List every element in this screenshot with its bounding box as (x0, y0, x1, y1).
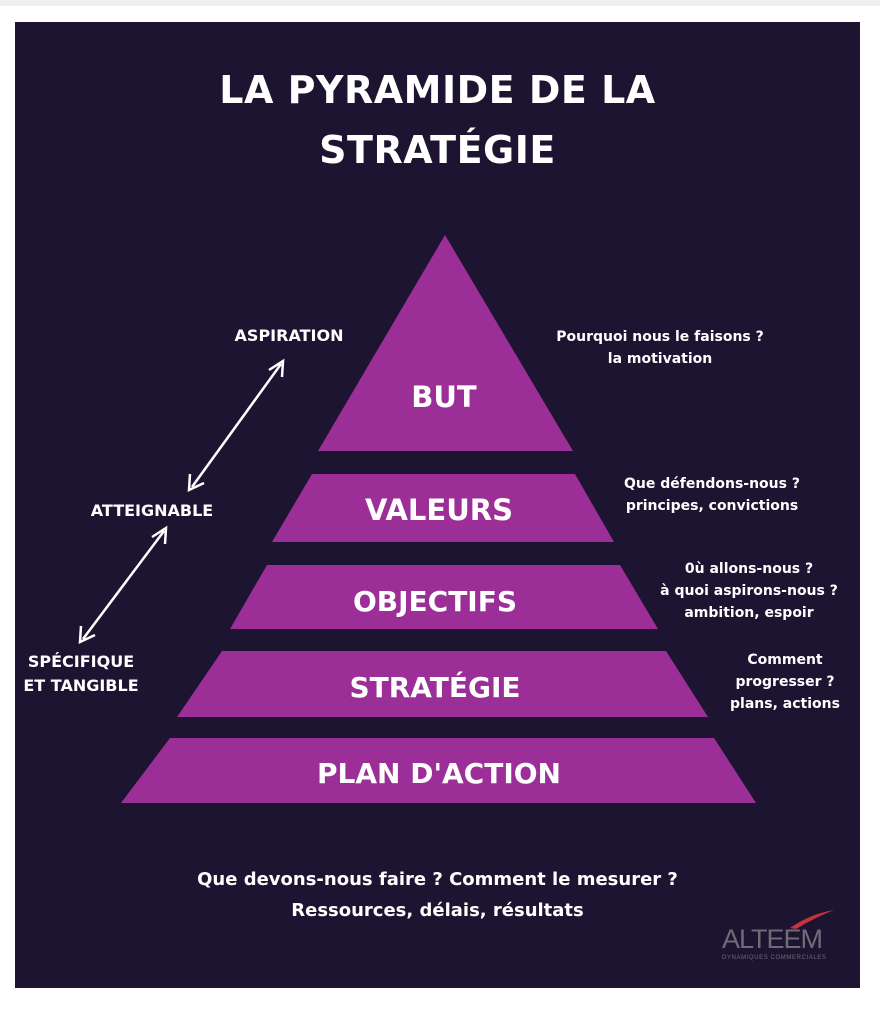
arrow-aspiration-atteignable (187, 358, 285, 493)
note-strategie: Comment progresser ? plans, actions (714, 649, 856, 715)
pyramid-level-but-label: BUT (411, 380, 477, 414)
pyramid-level-strategie-label: STRATÉGIE (349, 670, 520, 704)
note-but: Pourquoi nous le faisons ? la motivation (530, 326, 790, 370)
axis-label-specifique-line-2: ET TANGIBLE (23, 676, 139, 695)
note-strategie-line-1: Comment (747, 652, 823, 668)
pyramid-level-strategie-shape (177, 651, 708, 717)
pyramid-level-objectifs-label: OBJECTIFS (353, 585, 517, 618)
axis-label-aspiration-text: ASPIRATION (234, 326, 344, 345)
note-but-line-2: la motivation (607, 351, 713, 367)
note-strategie-line-3: plans, actions (730, 696, 840, 712)
pyramid-level-plan-action-label: PLAN D'ACTION (317, 757, 561, 790)
note-objectifs-line-2: à quoi aspirons-nous ? (660, 583, 838, 599)
top-strip (0, 0, 880, 6)
note-valeurs-line-2: principes, convictions (625, 498, 799, 514)
footer-caption: Que devons-nous faire ? Comment le mesur… (15, 864, 860, 926)
alteem-logo: ALTEEM DYNAMIQUES COMMERCIALES (718, 908, 838, 964)
arrow-upper-head-top (268, 358, 285, 378)
infographic-title: LA PYRAMIDE DE LA STRATÉGIE (15, 60, 860, 180)
note-strategie-line-2: progresser ? (735, 674, 835, 690)
note-objectifs-line-1: 0ù allons-nous ? (684, 561, 814, 577)
footer-line-2: Ressources, délais, résultats (291, 900, 584, 921)
note-but-line-1: Pourquoi nous le faisons ? (556, 329, 764, 345)
axis-label-specifique: SPÉCIFIQUE ET TANGIBLE (4, 650, 158, 698)
pyramid-level-but: BUT (318, 235, 573, 451)
arrow-upper-head-bottom (187, 473, 205, 493)
axis-label-aspiration: ASPIRATION (198, 324, 380, 348)
logo-name: ALTEEM (722, 924, 823, 954)
axis-label-atteignable: ATTEIGNABLE (62, 499, 242, 523)
note-valeurs-line-1: Que défendons-nous ? (624, 476, 800, 492)
arrow-lower-line (82, 530, 165, 640)
title-line-2: STRATÉGIE (319, 128, 556, 172)
pyramid-level-strategie: STRATÉGIE (177, 651, 708, 717)
pyramid-level-objectifs: OBJECTIFS (230, 565, 658, 629)
footer-line-1: Que devons-nous faire ? Comment le mesur… (197, 869, 678, 890)
arrow-atteignable-specifique (78, 525, 168, 645)
note-valeurs: Que défendons-nous ? principes, convicti… (596, 473, 828, 517)
pyramid-level-but-shape (318, 235, 573, 451)
note-objectifs-line-3: ambition, espoir (684, 605, 814, 621)
axis-label-atteignable-text: ATTEIGNABLE (90, 501, 214, 520)
pyramid-level-valeurs: VALEURS (272, 474, 614, 542)
note-objectifs: 0ù allons-nous ? à quoi aspirons-nous ? … (634, 558, 864, 624)
pyramid-level-objectifs-shape (230, 565, 658, 629)
pyramid-level-plan-action: PLAN D'ACTION (121, 738, 756, 803)
axis-label-specifique-line-1: SPÉCIFIQUE (27, 652, 135, 671)
arrow-upper-line (190, 363, 283, 488)
title-line-1: LA PYRAMIDE DE LA (219, 68, 656, 112)
arrow-lower-head-top (151, 525, 168, 545)
arrow-lower-head-bottom (78, 625, 96, 645)
logo-tagline: DYNAMIQUES COMMERCIALES (722, 955, 827, 961)
pyramid-level-valeurs-label: VALEURS (365, 493, 513, 527)
logo-swoosh-icon (790, 910, 834, 929)
pyramid-level-valeurs-shape (272, 474, 614, 542)
pyramid-level-plan-action-shape (121, 738, 756, 803)
